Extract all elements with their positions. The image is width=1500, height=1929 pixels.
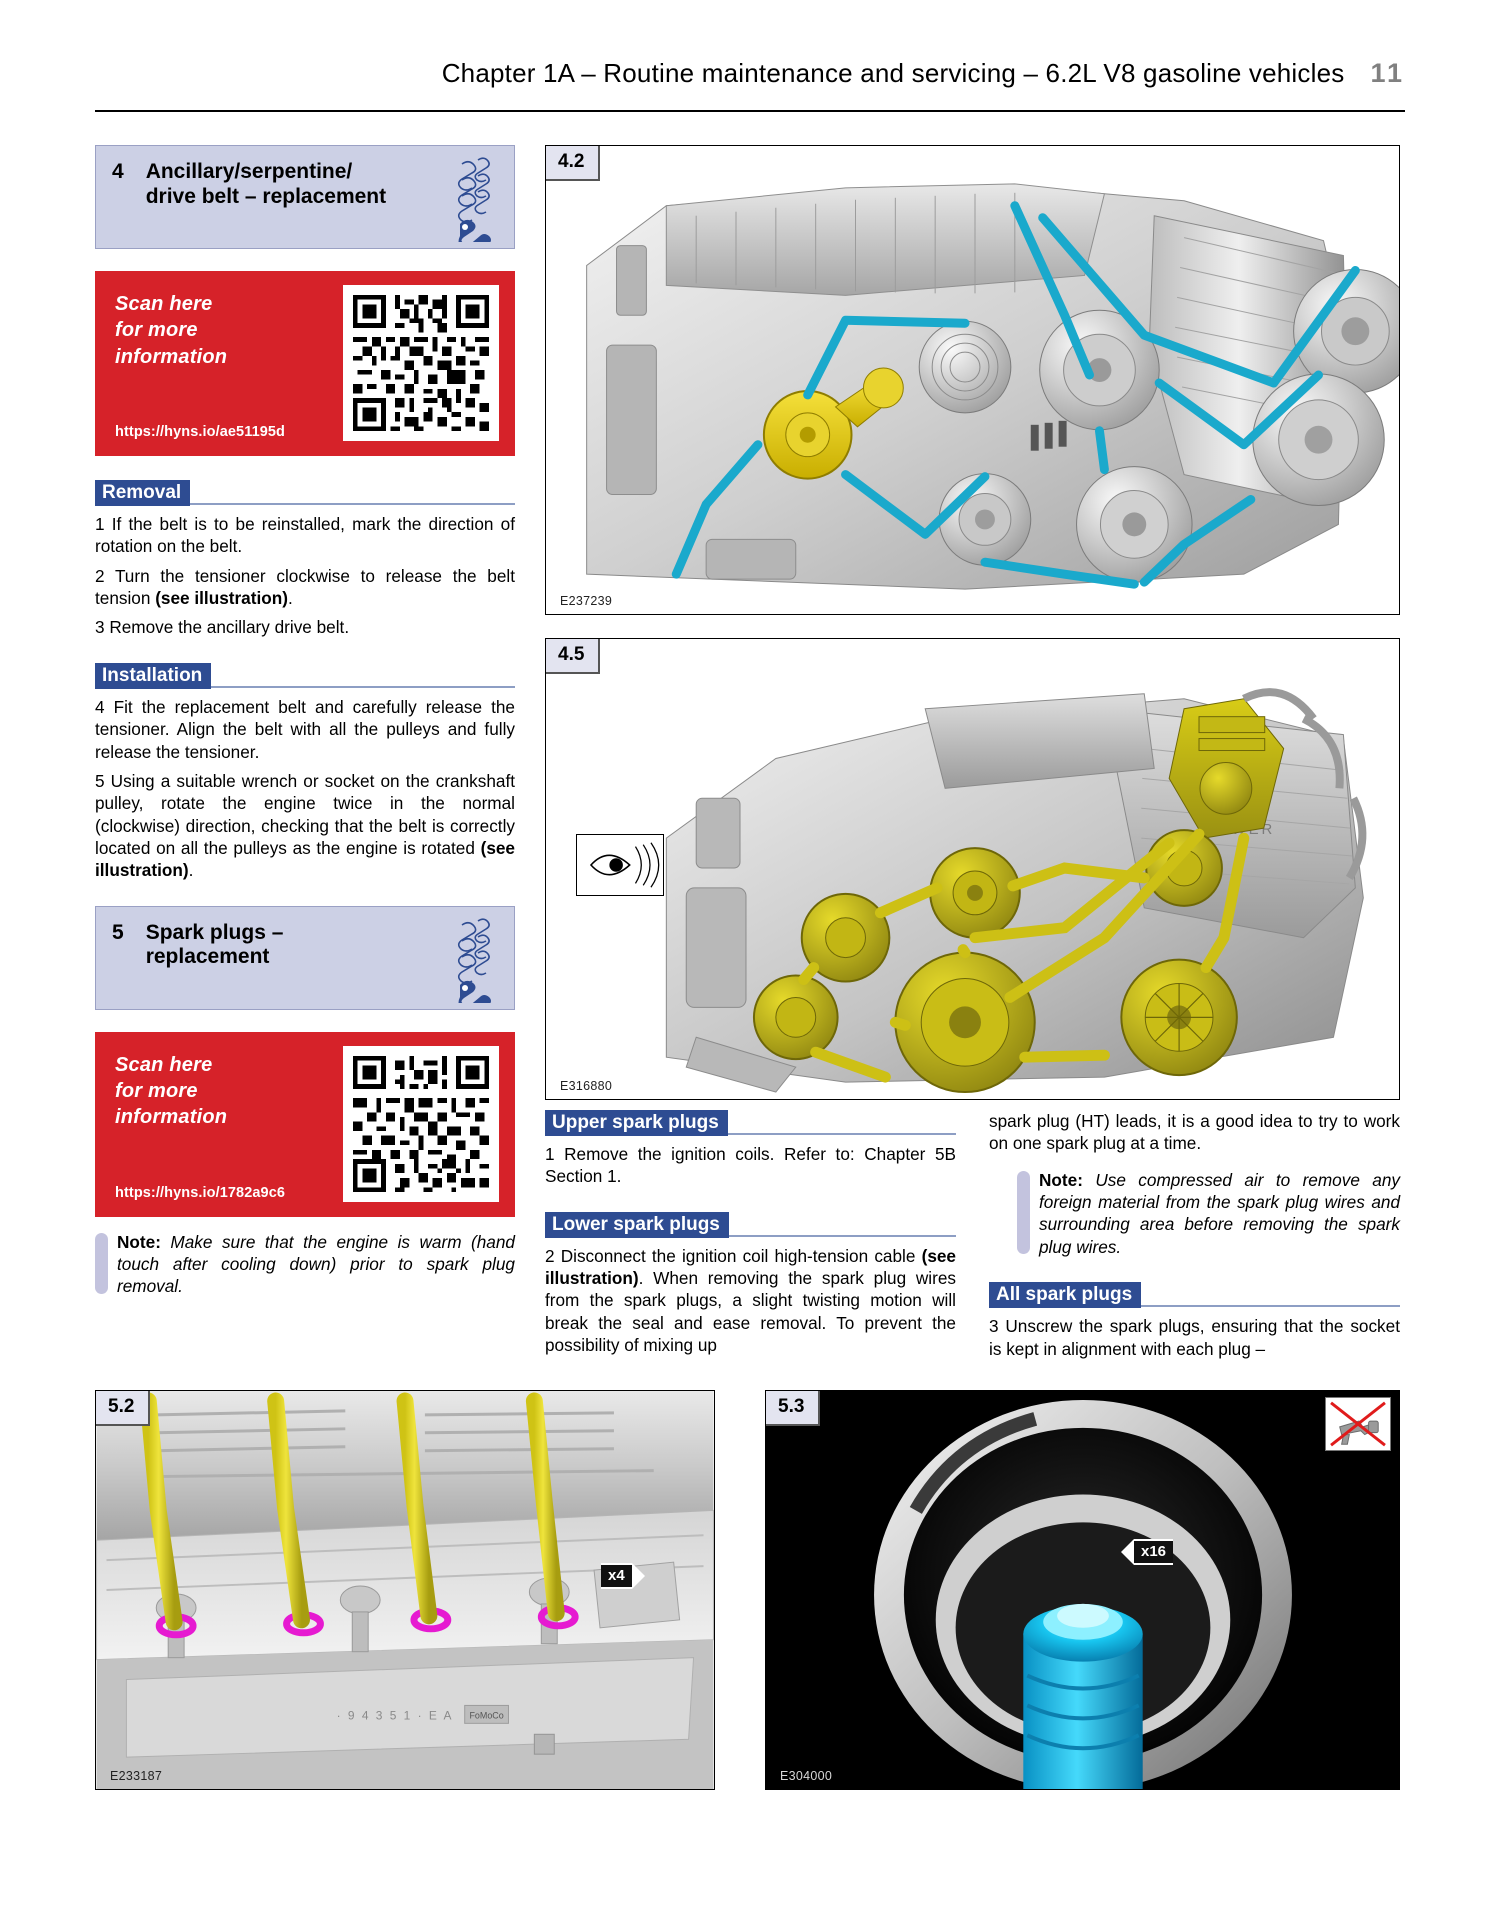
step-5-period: .: [188, 860, 194, 881]
step-4: 4 Fit the replacement belt and carefully…: [95, 696, 515, 762]
step-2: 2 Turn the tensioner clockwise to releas…: [95, 565, 515, 610]
promo-line-1: Scan here: [115, 1053, 213, 1076]
subheading-label: Upper spark plugs: [545, 1110, 728, 1136]
step-1: 1 If the belt is to be reinstalled, mark…: [95, 514, 515, 557]
subheading-all-spark-plugs: All spark plugs: [989, 1282, 1400, 1309]
page-number: 11: [1370, 58, 1405, 88]
promo-line-3: information: [115, 1106, 228, 1129]
text-column-middle: Upper spark plugs 1 Remove the ignition …: [545, 1110, 956, 1360]
section-number: 5: [112, 920, 124, 944]
subheading-upper-spark-plugs: Upper spark plugs: [545, 1110, 956, 1136]
step-5: 5 Using a suitable wrench or socket on t…: [95, 770, 515, 882]
header-divider: [95, 110, 1405, 112]
page-header: Chapter 1A – Routine maintenance and ser…: [95, 58, 1405, 89]
section-title: Spark plugs – replacement: [145, 920, 284, 969]
figure-label: 5.3: [766, 1391, 821, 1426]
promo-heading: Scan here for more information: [115, 1052, 515, 1131]
promo-url[interactable]: https://hyns.io/ae51195d: [115, 424, 286, 440]
figure-label: 4.5: [546, 639, 601, 674]
svg-text:FoMoCo: FoMoCo: [469, 1710, 503, 1720]
callout-x4-tag: x4: [601, 1563, 645, 1589]
section-header-5: 5 Spark plugs – replacement: [95, 905, 515, 1014]
promo-line-3: information: [115, 345, 228, 368]
subheading-rule: [545, 1133, 956, 1135]
step-all-3: 3 Unscrew the spark plugs, ensuring that…: [989, 1316, 1400, 1359]
qr-code-icon[interactable]: [343, 285, 499, 441]
see-illustration-ref: (see illustration): [545, 1245, 956, 1289]
promo-heading: Scan here for more information: [115, 291, 515, 370]
promo-scan-box-1[interactable]: Scan here for more information https://h…: [95, 271, 515, 456]
step-2-text: 2 Turn the tensioner clockwise to releas…: [95, 565, 515, 609]
subheading-removal: Removal: [95, 480, 515, 506]
subheading-rule: [95, 685, 515, 688]
promo-url[interactable]: https://hyns.io/1782a9c6: [115, 1184, 286, 1201]
promo-line-2: for more: [115, 1080, 198, 1103]
figure-5-3: 5.3: [765, 1390, 1400, 1790]
subheading-rule: [95, 503, 515, 505]
callout-x16: x16: [1121, 1539, 1174, 1565]
left-column: 4 Ancillary/serpentine/ drive belt – rep…: [95, 145, 515, 1298]
figure-code: E316880: [560, 1079, 613, 1093]
figure-code: E304000: [780, 1769, 833, 1783]
subheading-label: All spark plugs: [989, 1282, 1142, 1309]
promo-scan-box-2[interactable]: Scan here for more information https://h…: [95, 1031, 515, 1217]
subheading-installation: Installation: [95, 662, 515, 689]
step-upper-1: 1 Remove the ignition coils. Refer to: C…: [545, 1144, 956, 1187]
subheading-lower-spark-plugs: Lower spark plugs: [545, 1211, 956, 1238]
note-text: Make sure that the engine is warm (hand …: [117, 1231, 515, 1297]
note-engine-warm: Note: Make sure that the engine is warm …: [95, 1231, 515, 1298]
note-label: Note:: [117, 1231, 161, 1252]
figure-5-2: 5.2 · 9 4 3 5 1 · E A: [95, 1390, 715, 1790]
step-2-period: .: [287, 588, 293, 609]
text-column-right: spark plug (HT) leads, it is a good idea…: [989, 1110, 1400, 1360]
note-label: Note:: [1039, 1169, 1083, 1190]
spark-plug-text-columns: Upper spark plugs 1 Remove the ignition …: [545, 1110, 1400, 1360]
page-title: Chapter 1A – Routine maintenance and ser…: [441, 58, 1345, 88]
see-illustration-ref: (see illustration): [95, 837, 515, 881]
section-number: 4: [112, 160, 124, 183]
qr-code-icon[interactable]: [343, 1045, 499, 1202]
section-title: Ancillary/serpentine/ drive belt – repla…: [145, 160, 387, 208]
see-illustration-ref: (see illustration): [155, 588, 288, 609]
note-compressed-air: Note: Use compressed air to remove any f…: [1017, 1169, 1400, 1258]
subheading-label: Installation: [95, 662, 212, 689]
step-2-text-c: . When removing the spark plug wires fro…: [545, 1268, 956, 1356]
callout-label: x4: [601, 1563, 632, 1589]
section-header-4: 4 Ancillary/serpentine/ drive belt – rep…: [95, 145, 515, 254]
step-3: 3 Remove the ancillary drive belt.: [95, 617, 350, 638]
no-impact-wrench-icon: [1325, 1397, 1391, 1451]
callout-label: x16: [1134, 1539, 1174, 1565]
promo-line-2: for more: [115, 319, 198, 342]
figure-label: 5.2: [96, 1391, 151, 1426]
figure-4-5: 4.5 POWER: [545, 638, 1400, 1100]
step-lower-2: 2 Disconnect the ignition coil high-tens…: [545, 1245, 956, 1357]
subheading-rule: [545, 1234, 956, 1237]
svg-text:· 9 4 3 5 1 · E A: · 9 4 3 5 1 · E A: [337, 1708, 454, 1722]
promo-line-1: Scan here: [115, 293, 213, 315]
figure-code: E237239: [560, 594, 613, 608]
callout-arrow-icon: [631, 1563, 645, 1589]
step-2-text-a: 2 Disconnect the ignition coil high-tens…: [545, 1245, 922, 1266]
note-text: Use compressed air to remove any foreign…: [1039, 1169, 1400, 1257]
callout-arrow-icon: [1121, 1539, 1134, 1565]
spanner-rating-icon: [452, 915, 504, 1014]
spanner-rating-icon: [452, 154, 504, 254]
subheading-label: Removal: [95, 480, 191, 506]
step-2-continuation: spark plug (HT) leads, it is a good idea…: [989, 1111, 1400, 1154]
figure-code: E233187: [110, 1769, 163, 1783]
subheading-label: Lower spark plugs: [545, 1211, 729, 1238]
figure-label: 4.2: [546, 146, 601, 181]
subheading-rule: [989, 1305, 1400, 1308]
step-5-text: 5 Using a suitable wrench or socket on t…: [95, 770, 515, 858]
figure-4-2: 4.2: [545, 145, 1400, 615]
eye-view-icon: [576, 834, 664, 896]
